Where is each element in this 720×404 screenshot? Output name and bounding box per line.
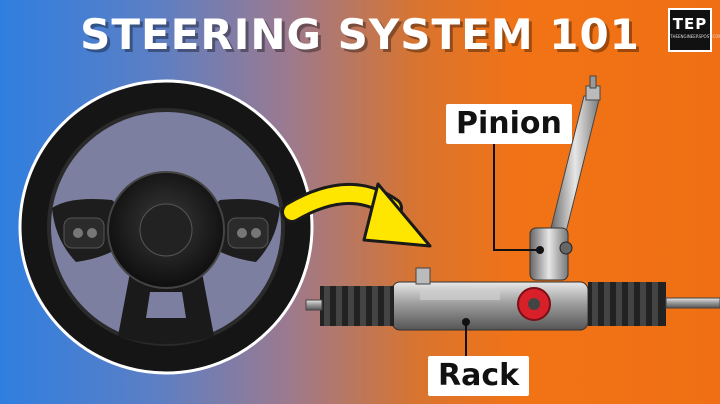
rack-label: Rack <box>428 356 530 396</box>
thumbnail-title: STEERING SYSTEM 101 <box>80 10 640 59</box>
rack-and-pinion-icon <box>305 75 720 356</box>
logo-sub-text: THEENGINEERSPOST.COM <box>670 34 720 39</box>
pinion-label: Pinion <box>446 104 572 144</box>
channel-logo: TEP THEENGINEERSPOST.COM <box>668 8 720 52</box>
logo-main-text: TEP <box>672 15 708 33</box>
steering-wheel-icon <box>18 79 314 375</box>
curved-arrow-icon <box>281 182 432 248</box>
